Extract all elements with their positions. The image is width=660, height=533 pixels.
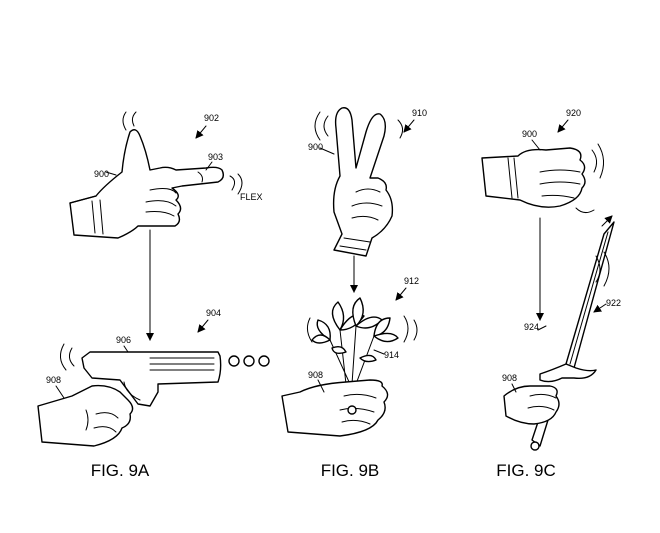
ref-908-a: 908: [46, 375, 61, 385]
ref-908-b-leader: [317, 379, 325, 393]
peace-sign-hand: [314, 107, 404, 257]
ref-908-b: 908: [308, 370, 323, 380]
caption-fig-9a: FIG. 9A: [91, 461, 150, 480]
ref-906-leader: [123, 345, 129, 353]
sword-object: [530, 221, 615, 451]
ref-912: 912: [404, 276, 419, 286]
gun-object: [60, 343, 222, 407]
ref-900-c-leader: [531, 139, 541, 151]
holding-hand: [37, 384, 134, 447]
flex-label: FLEX: [240, 192, 263, 202]
flex-motion-icon: [229, 173, 243, 195]
ref-900-a-leader: [105, 171, 117, 176]
ellipsis-dots: [228, 355, 270, 367]
ref-902: 902: [204, 113, 219, 123]
fig-9c: 920 900 922 924 908 FIG. 9C: [481, 108, 621, 480]
ref-924-leader: [537, 325, 547, 331]
ref-908-c: 908: [502, 373, 517, 383]
ref-902-leader: [195, 125, 207, 139]
ref-900-b-leader: [319, 147, 335, 155]
ref-906: 906: [116, 335, 131, 345]
holding-hand: [281, 379, 389, 437]
ref-924: 924: [524, 322, 539, 332]
ref-900-b: 900: [308, 142, 323, 152]
ref-922: 922: [606, 298, 621, 308]
ref-922-leader: [593, 303, 607, 313]
ref-900-a: 900: [94, 169, 109, 179]
ref-910: 910: [412, 108, 427, 118]
ref-903-leader: [205, 161, 213, 171]
ref-912-leader: [395, 287, 407, 301]
pointing-hand-gesture: [69, 111, 225, 239]
ref-920-leader: [557, 119, 569, 133]
ref-920: 920: [566, 108, 581, 118]
ref-910-leader: [403, 119, 415, 133]
fig-9a: 902 900 903 FLEX 904 906 908 FIG. 9A: [37, 111, 270, 480]
ref-904: 904: [206, 308, 221, 318]
ref-908-a-leader: [55, 385, 65, 399]
ref-914-leader: [373, 349, 385, 355]
ref-900-c: 900: [522, 129, 537, 139]
ref-904-leader: [197, 319, 209, 333]
caption-fig-9c: FIG. 9C: [496, 461, 556, 480]
fist-gesture: [481, 143, 604, 214]
ref-908-c-leader: [511, 383, 517, 393]
fig-9b: 910 900 912 914 908 FIG. 9B: [281, 107, 427, 480]
sword-motion-arrow: [601, 215, 613, 227]
caption-fig-9b: FIG. 9B: [321, 461, 380, 480]
flower-bouquet: [306, 297, 418, 385]
ref-903: 903: [208, 152, 223, 162]
holding-hand: [503, 385, 560, 425]
ref-914: 914: [384, 350, 399, 360]
